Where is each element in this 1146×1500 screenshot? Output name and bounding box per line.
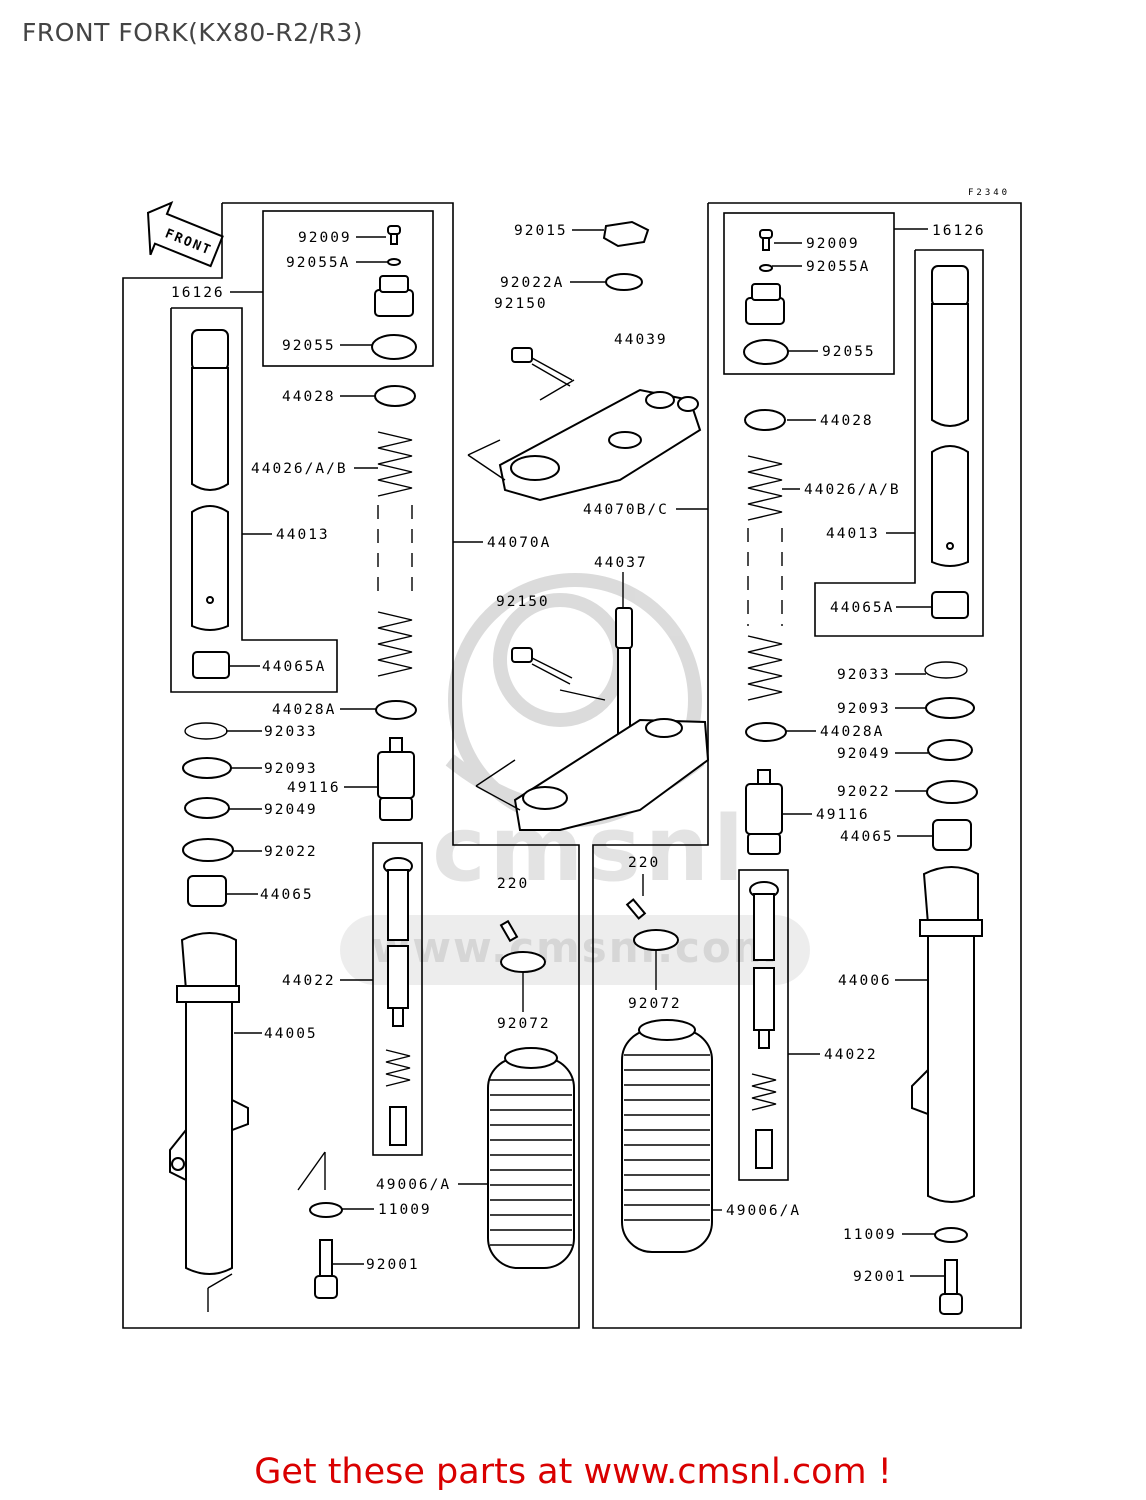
callout-label: 92055A: [286, 255, 350, 271]
right-inner-tube-icon: [931, 265, 969, 619]
right-outer-tube-icon: [911, 866, 983, 1203]
upper-clamp-bolt-icon: [511, 347, 575, 401]
callout-label: 44070A: [487, 535, 551, 551]
callout-label: 49006/A: [726, 1203, 801, 1219]
callout-labels: 16126 92009 92055A 92055 44028 44026/A/B…: [171, 223, 986, 1285]
callout-label: 11009: [843, 1227, 897, 1243]
callout-label: 92015: [514, 223, 568, 239]
callout-label: 16126: [171, 285, 225, 301]
stem-nut-icon: [602, 220, 650, 248]
callout-label: 44013: [276, 527, 330, 543]
right-fork-cap-screw-icon: [743, 229, 789, 365]
right-fork: [621, 229, 983, 1315]
callout-label: 44013: [826, 526, 880, 542]
callout-label: 92001: [853, 1269, 907, 1285]
callout-label: 92055A: [806, 259, 870, 275]
left-band-icon: [499, 919, 546, 973]
callout-label: 92055: [282, 338, 336, 354]
callout-label: 11009: [378, 1202, 432, 1218]
group-boxes: [122, 202, 1022, 1329]
callout-label: 92022A: [500, 275, 564, 291]
callout-label: 44065: [260, 887, 314, 903]
left-fork-cap-screw-icon: [371, 225, 417, 360]
right-valve-icon: [745, 769, 783, 855]
callout-label: 92150: [496, 594, 550, 610]
callout-label: 92093: [837, 701, 891, 717]
figure-code: F2340: [968, 188, 1010, 198]
leader-lines: [226, 228, 945, 1277]
callout-label: 44037: [594, 555, 648, 571]
callout-label: 92055: [822, 344, 876, 360]
right-fork-spring-icon: [744, 409, 787, 742]
steering-parts: [467, 220, 710, 831]
left-seals-icon: [182, 722, 234, 907]
right-bottom-bolt-icon: [934, 1227, 968, 1315]
callout-label: 44028: [282, 389, 336, 405]
callout-label: 44070B/C: [583, 502, 669, 518]
callout-label: 44028A: [272, 702, 336, 718]
callout-label: 44026/A/B: [251, 461, 348, 477]
right-cylinder-icon: [749, 881, 779, 1169]
callout-label: 92072: [497, 1016, 551, 1032]
callout-label: 16126: [932, 223, 986, 239]
callout-label: 92072: [628, 996, 682, 1012]
left-boot-icon: [487, 1047, 575, 1269]
callout-label: 44026/A/B: [804, 482, 901, 498]
lower-bracket-icon: [475, 718, 710, 831]
callout-label: 44005: [264, 1026, 318, 1042]
left-fork: [169, 225, 575, 1312]
front-arrow-icon: FRONT: [146, 200, 224, 268]
callout-label: 92009: [298, 230, 352, 246]
callout-label: 92049: [264, 802, 318, 818]
left-inner-tube-icon: [191, 329, 230, 679]
callout-label: 44022: [824, 1047, 878, 1063]
lower-clamp-bolt-icon: [511, 647, 606, 701]
callout-label: 92093: [264, 761, 318, 777]
callout-label: 220: [497, 876, 529, 892]
left-outer-tube-icon: [169, 932, 249, 1312]
callout-label: 44028: [820, 413, 874, 429]
callout-label: 92033: [264, 724, 318, 740]
callout-label: 44022: [282, 973, 336, 989]
footer-link[interactable]: Get these parts at www.cmsnl.com !: [254, 1452, 892, 1492]
callout-label: 92049: [837, 746, 891, 762]
right-boot-icon: [621, 1019, 713, 1253]
callout-label: 220: [628, 855, 660, 871]
callout-label: 44039: [614, 332, 668, 348]
callout-label: 92001: [366, 1257, 420, 1273]
washer-icon: [605, 273, 643, 291]
callout-label: 92022: [264, 844, 318, 860]
callout-label: 44028A: [820, 724, 884, 740]
left-valve-icon: [377, 737, 415, 821]
callout-label: 92150: [494, 296, 548, 312]
left-bottom-bolt-icon: [297, 1151, 343, 1299]
left-fork-spring-icon: [374, 385, 417, 720]
callout-label: 44065A: [262, 659, 326, 675]
left-cylinder-icon: [383, 857, 413, 1146]
callout-label: 44006: [838, 973, 892, 989]
callout-label: 92022: [837, 784, 891, 800]
watermark-url: www.cmsnl.com: [371, 923, 778, 972]
callout-label: 49116: [287, 780, 341, 796]
callout-label: 44065A: [830, 600, 894, 616]
callout-label: 44065: [840, 829, 894, 845]
callout-label: 92009: [806, 236, 860, 252]
callout-label: 92033: [837, 667, 891, 683]
page-title: FRONT FORK(KX80-R2/R3): [22, 18, 364, 47]
upper-bracket-icon: [467, 388, 702, 502]
callout-label: 49006/A: [376, 1177, 451, 1193]
right-seals-icon: [924, 661, 978, 851]
callout-label: 49116: [816, 807, 870, 823]
